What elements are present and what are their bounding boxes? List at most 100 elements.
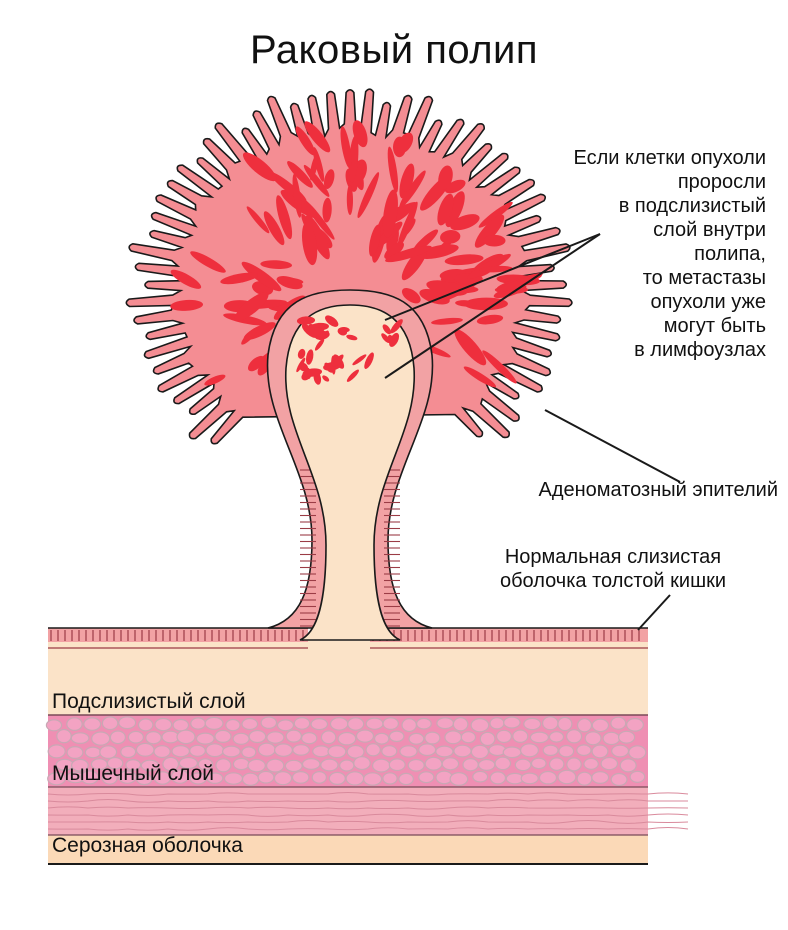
muscle-cell (374, 732, 390, 745)
tumor-gland (399, 170, 426, 209)
tumor-gland (340, 126, 352, 169)
stalk-crypts (300, 469, 400, 627)
tumor-gland (478, 201, 513, 228)
invading-cell (346, 334, 358, 341)
muscle-cell (520, 772, 539, 785)
muscle-cell (453, 744, 472, 758)
invading-cell (346, 369, 359, 382)
tumor-gland (384, 242, 404, 260)
muscle-cells (45, 716, 647, 787)
muscle-cell (407, 758, 425, 772)
muscle-cell (83, 717, 102, 731)
muscle-cell (418, 771, 435, 784)
muscle-cell (478, 758, 496, 771)
muscle-cell (241, 717, 259, 731)
muscle-cell (444, 730, 463, 745)
muscle-cell (247, 758, 266, 773)
diagram-title: Раковый полип (249, 28, 539, 72)
longitudinal-muscle-layer (48, 787, 648, 835)
muscle-cell (140, 759, 160, 772)
muscle-cell (320, 758, 339, 772)
tumor-gland (438, 165, 453, 190)
tumor-gland (450, 214, 480, 231)
muscle-cell (171, 745, 190, 758)
invading-cell (337, 327, 348, 336)
label-cancer-spread: Если клетки опухоли проросли в подслизис… (470, 146, 766, 362)
muscle-cell (118, 770, 137, 784)
invading-cell (323, 330, 329, 339)
muscle-cell (189, 772, 207, 785)
label-adenomatous-epithelium: Аденоматозный эпителий (538, 479, 778, 501)
muscle-cell (189, 744, 206, 757)
muscle-cell (56, 728, 72, 744)
muscle-cell (232, 732, 250, 745)
label-normal-mucosa: Нормальная слизистая оболочка толстой ки… (448, 545, 778, 593)
label-submucosa: Подслизистый слой (52, 690, 246, 713)
tumor-gland (455, 300, 477, 307)
invading-cell (382, 324, 391, 335)
muscle-cell (452, 717, 469, 732)
muscle-cell (170, 769, 189, 784)
invading-cell (322, 375, 330, 382)
muscle-cell (153, 771, 172, 785)
muscle-cell (274, 743, 294, 757)
tumor-gland (387, 146, 399, 193)
tumor-gland (357, 172, 380, 219)
muscle-cell (291, 771, 310, 784)
muscle-cell (371, 758, 391, 773)
muscle-cell (327, 744, 347, 759)
muscle-cell (197, 758, 214, 771)
muscle-cell (137, 718, 154, 732)
tumor-gland (444, 179, 466, 194)
muscle-cell (472, 770, 489, 783)
muscle-cell (617, 730, 636, 744)
tumor-gland (220, 272, 259, 285)
tumor-gland (292, 173, 302, 218)
muscle-cell (628, 745, 647, 760)
muscle-cell (435, 745, 454, 758)
muscle-cell (285, 729, 302, 743)
muscle-cell (266, 758, 285, 773)
polyp-head-adenoma (125, 88, 573, 445)
leader-lines (384, 233, 681, 631)
muscle-cell (363, 772, 383, 786)
muscle-cell (70, 758, 89, 772)
muscle-cell (232, 757, 250, 771)
muscle-cell (118, 716, 137, 730)
invading-cell (364, 352, 374, 369)
muscle-cell (460, 731, 477, 744)
tumor-gland (401, 245, 428, 281)
muscle-cell (301, 732, 318, 745)
muscle-cell (339, 759, 355, 772)
normal-mucosa-right (370, 627, 648, 649)
tumor-gland (444, 254, 484, 266)
muscle-cell (101, 716, 119, 731)
label-serosa: Серозная оболочка (52, 834, 243, 857)
muscle-cell (301, 757, 321, 770)
muscle-cell (519, 743, 539, 758)
tumor-gland (295, 126, 316, 156)
muscle-cell (276, 719, 295, 732)
muscle-cell (312, 745, 331, 758)
muscle-fibers (47, 792, 689, 831)
tumor-gland (276, 195, 293, 240)
muscle-cell (45, 719, 63, 732)
muscle-cell (91, 731, 111, 746)
label-line: проросли (677, 171, 766, 193)
muscle-cell (162, 756, 180, 772)
tumor-gland (464, 297, 508, 311)
muscle-cell (153, 745, 171, 759)
muscle-cell (591, 771, 610, 784)
invading-cell (314, 338, 325, 351)
muscle-cell (529, 731, 550, 744)
muscle-cell (557, 769, 577, 785)
muscle-cell (284, 759, 303, 773)
tumor-gland (170, 299, 204, 311)
muscle-cell (576, 771, 593, 786)
muscle-cell (260, 716, 278, 729)
muscle-cell (462, 758, 479, 772)
invading-cell (298, 362, 309, 372)
invading-cell (297, 348, 306, 359)
muscle-cell (346, 744, 365, 759)
muscle-cell (398, 772, 414, 786)
